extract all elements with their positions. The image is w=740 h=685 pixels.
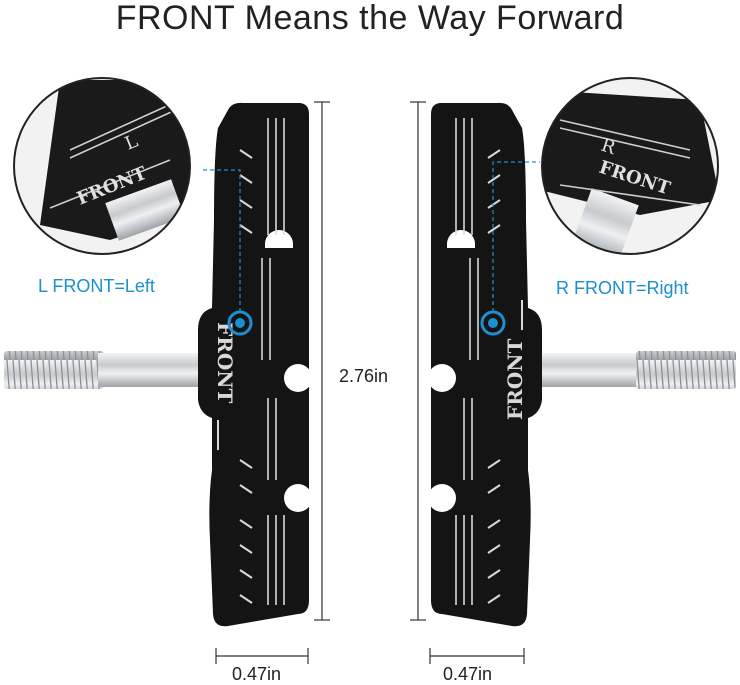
left-brake-pad: FRONT: [4, 102, 312, 627]
page-title: FRONT Means the Way Forward: [115, 0, 625, 37]
left-pad-treads: [239, 149, 253, 604]
right-callout-line: [492, 161, 540, 312]
right-pad-notch-mid: [428, 364, 456, 392]
right-zoom-bubble: FRONT R: [541, 77, 719, 255]
left-pad-notch-bottom: [284, 484, 312, 512]
left-front-label: L FRONT=Left: [38, 276, 155, 296]
left-threaded-post: [4, 351, 104, 389]
right-pad-notch-top: [447, 230, 475, 248]
right-pad-treads: [487, 149, 501, 604]
left-callout-line: [202, 169, 241, 312]
width-dimension-right: 0.47in: [443, 664, 493, 684]
left-pad-notch-top: [265, 230, 293, 248]
right-threaded-post: [636, 351, 736, 389]
width-dimension-left: 0.47in: [232, 664, 282, 684]
left-pad-notch-mid: [284, 364, 312, 392]
right-pad-stripes: [455, 118, 479, 605]
left-pad-front-text: FRONT: [213, 322, 237, 404]
left-pad-stripes: [261, 118, 285, 605]
right-brake-pad: FRONT: [428, 102, 736, 627]
right-pad-front-text: FRONT: [503, 338, 527, 420]
left-zoom-bubble: FRONT L: [13, 77, 191, 255]
dimension-lines: [215, 101, 525, 664]
right-front-label: R FRONT=Right: [556, 278, 689, 298]
left-post-shank: [98, 353, 198, 387]
right-post-shank: [540, 353, 640, 387]
right-pad-notch-bottom: [428, 484, 456, 512]
height-dimension: 2.76in: [339, 366, 389, 386]
